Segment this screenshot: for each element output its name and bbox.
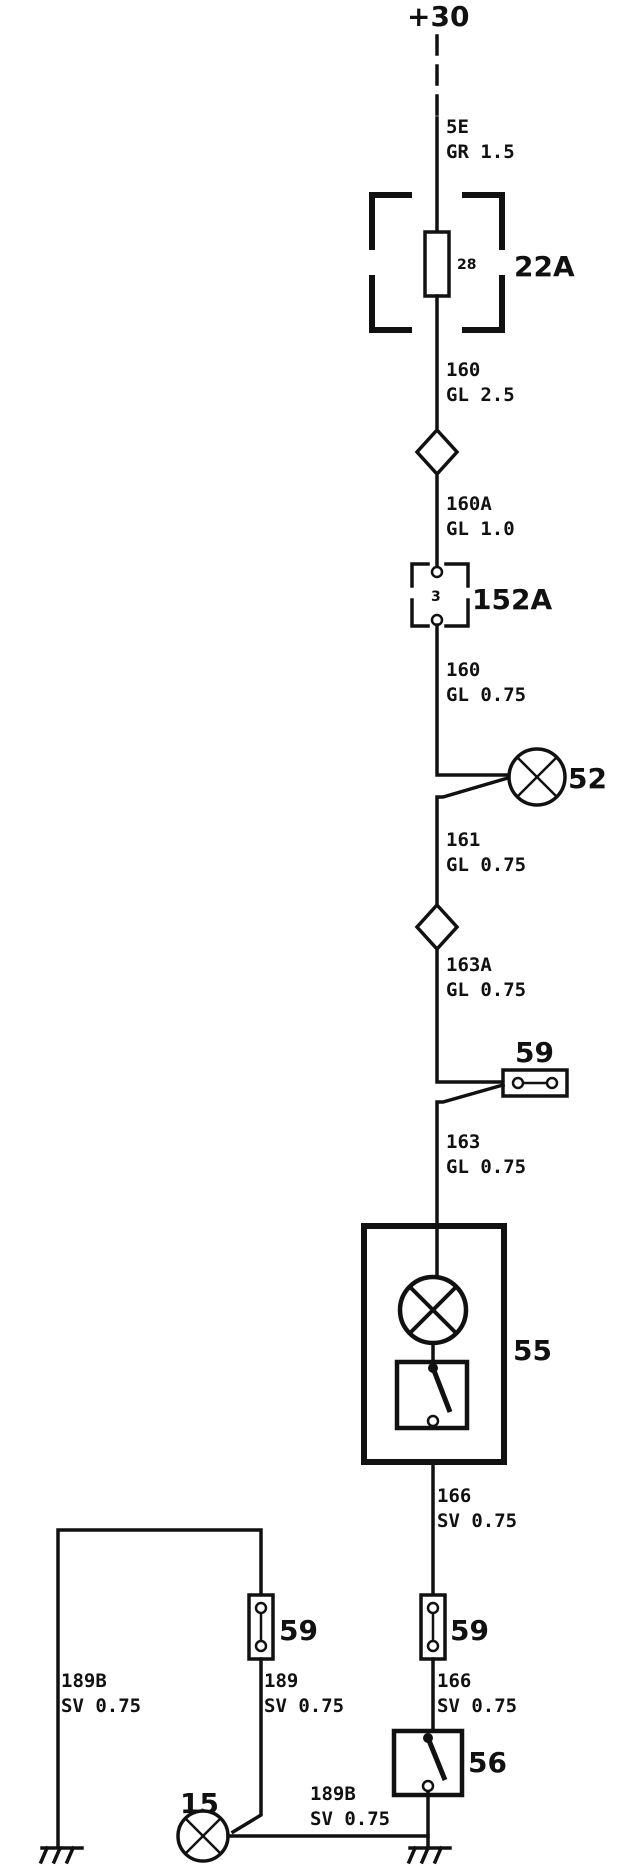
wire-166b-spec: SV 0.75: [437, 1695, 517, 1717]
wire-160b-spec: GL 0.75: [446, 684, 526, 706]
pin-icon: [254, 1639, 268, 1653]
wire-189b-left: [56, 1528, 263, 1847]
pin-icon: [430, 565, 444, 579]
supply-label: +30: [407, 0, 469, 33]
wire-163: [435, 1082, 506, 1284]
wire-160b-code: 160: [446, 659, 480, 681]
lamp-52-ref: 52: [568, 762, 607, 795]
wire-5e-spec: GR 1.5: [446, 141, 515, 163]
wire-163a-code: 163A: [446, 954, 492, 976]
wire-189-spec: SV 0.75: [264, 1695, 344, 1717]
ground-icon: [38, 1845, 84, 1865]
wire-160-lamp: [435, 623, 510, 777]
splice-diamond-icon: [414, 902, 460, 952]
wire-189b-left-code: 189B: [61, 1670, 107, 1692]
splice-diamond-icon: [414, 427, 460, 477]
connector-59-left: 59: [247, 1593, 318, 1661]
connector-152a-ref: 152A: [472, 583, 552, 616]
connector-59-right-ref: 59: [450, 1614, 489, 1647]
wire-161-code: 161: [446, 829, 480, 851]
wire-166a-code: 166: [437, 1485, 471, 1507]
lamp-52: 52: [507, 747, 607, 807]
ground-icon: [406, 1845, 452, 1865]
wire-163a: [435, 947, 505, 1084]
wire-163-spec: GL 0.75: [446, 1156, 526, 1178]
wire-189b-bottom-code: 189B: [310, 1783, 356, 1805]
connector-59-left-ref: 59: [279, 1614, 318, 1647]
connector-59-right: 59: [419, 1593, 489, 1661]
wire-160-spec: GL 2.5: [446, 384, 515, 406]
connector-152a-pin: 3: [431, 589, 441, 605]
wire-166a-spec: SV 0.75: [437, 1510, 517, 1532]
wire-160a-spec: GL 1.0: [446, 518, 515, 540]
unit-55-ref: 55: [513, 1334, 552, 1367]
pin-icon: [545, 1076, 559, 1090]
wire-166b-code: 166: [437, 1670, 471, 1692]
switch-56: 56: [391, 1728, 507, 1798]
wire-5e-code: 5E: [446, 116, 469, 138]
wire-189b-left-spec: SV 0.75: [61, 1695, 141, 1717]
fuse-number: 28: [457, 257, 476, 273]
lamp-15: 15: [176, 1787, 230, 1863]
connector-59-top: 59: [501, 1036, 569, 1098]
unit-55: 55: [361, 1223, 552, 1465]
connector-59-top-ref: 59: [515, 1036, 554, 1069]
wire-160a-code: 160A: [446, 493, 492, 515]
wire-163-code: 163: [446, 1131, 480, 1153]
pin-icon: [426, 1601, 440, 1615]
fuse-icon: [423, 230, 451, 298]
pin-icon: [426, 1639, 440, 1653]
pin-icon: [511, 1076, 525, 1090]
fuse-box-22a: 28 22A: [369, 192, 575, 333]
wire-160-code: 160: [446, 359, 480, 381]
wire-189-code: 189: [264, 1670, 298, 1692]
connector-152a: 3 152A: [410, 562, 552, 628]
pin-icon: [254, 1601, 268, 1615]
wire-161: [435, 775, 511, 907]
wire-161-spec: GL 0.75: [446, 854, 526, 876]
switch-56-ref: 56: [468, 1746, 507, 1779]
wire-189b-bottom-spec: SV 0.75: [310, 1808, 390, 1830]
wire-163a-spec: GL 0.75: [446, 979, 526, 1001]
fuse-box-ref: 22A: [514, 250, 575, 283]
wire-189: [230, 1657, 263, 1835]
